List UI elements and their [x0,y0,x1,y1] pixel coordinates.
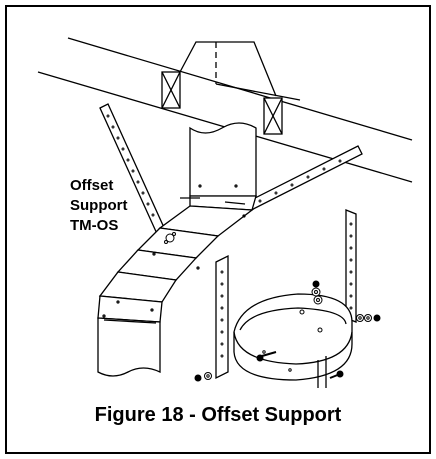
offset-support-callout: Offset Support TM-OS [70,176,180,236]
vertical-strap-left [215,254,229,380]
hardware-bolts [194,280,381,382]
strap-bolt [164,232,176,244]
joist-right [263,97,283,135]
pipe-rivets [102,184,246,318]
callout-line-3: TM-OS [70,217,119,234]
callout-line-2: Support [70,197,128,214]
roof-flashing [179,41,301,101]
callout-line-1: Offset [70,177,114,194]
offset-pipe [97,122,257,377]
support-band [233,293,353,388]
joist-left [161,71,181,109]
figure-caption: Figure 18 - Offset Support [94,404,342,426]
vertical-strap-right [345,209,357,323]
